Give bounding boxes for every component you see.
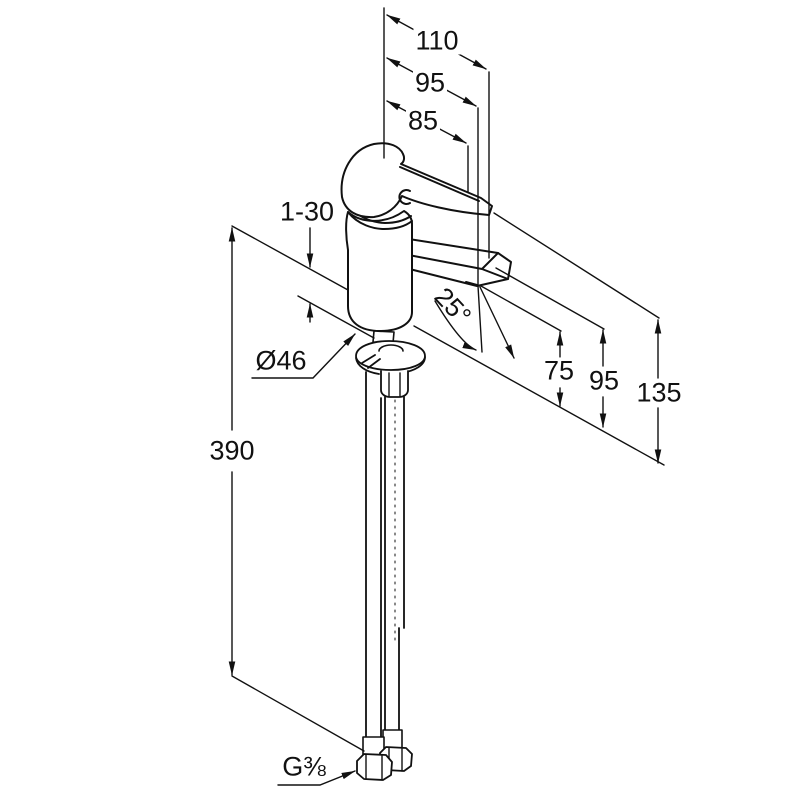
mounting-hardware: [355, 330, 426, 398]
faucet-handle: [340, 142, 493, 219]
dim-label-base-diameter: Ø46: [255, 345, 307, 376]
angle-arc: [434, 300, 477, 351]
dim-label-reach-110: 110: [413, 25, 461, 56]
stud-hex-nut: [380, 370, 409, 398]
dim-label-height-75: 75: [541, 355, 577, 386]
dim-label-hose-length: 390: [207, 435, 257, 466]
extension-lines: [231, 7, 665, 752]
hose-fitting-nuts: [356, 746, 413, 781]
leader-base-diameter: [251, 333, 356, 379]
aerator-mark: [465, 281, 478, 286]
leader-thread: [277, 770, 356, 786]
supply-hoses: [356, 371, 413, 781]
dimension-lines: [228, 7, 665, 786]
dim-label-height-135: 135: [634, 377, 684, 408]
faucet-outline: [340, 142, 512, 781]
mounting-flange: [355, 340, 426, 371]
dim-label-thread: G⅜: [282, 751, 326, 782]
dim-label-height-95: 95: [586, 365, 622, 396]
dim-label-reach-95: 95: [412, 67, 448, 98]
angle-stream-line: [479, 286, 515, 359]
dim-label-clamp-range: 1-30: [279, 196, 335, 227]
handle-marker-detail: [398, 189, 411, 205]
faucet-body: [345, 206, 413, 332]
dim-label-reach-85: 85: [405, 105, 441, 136]
